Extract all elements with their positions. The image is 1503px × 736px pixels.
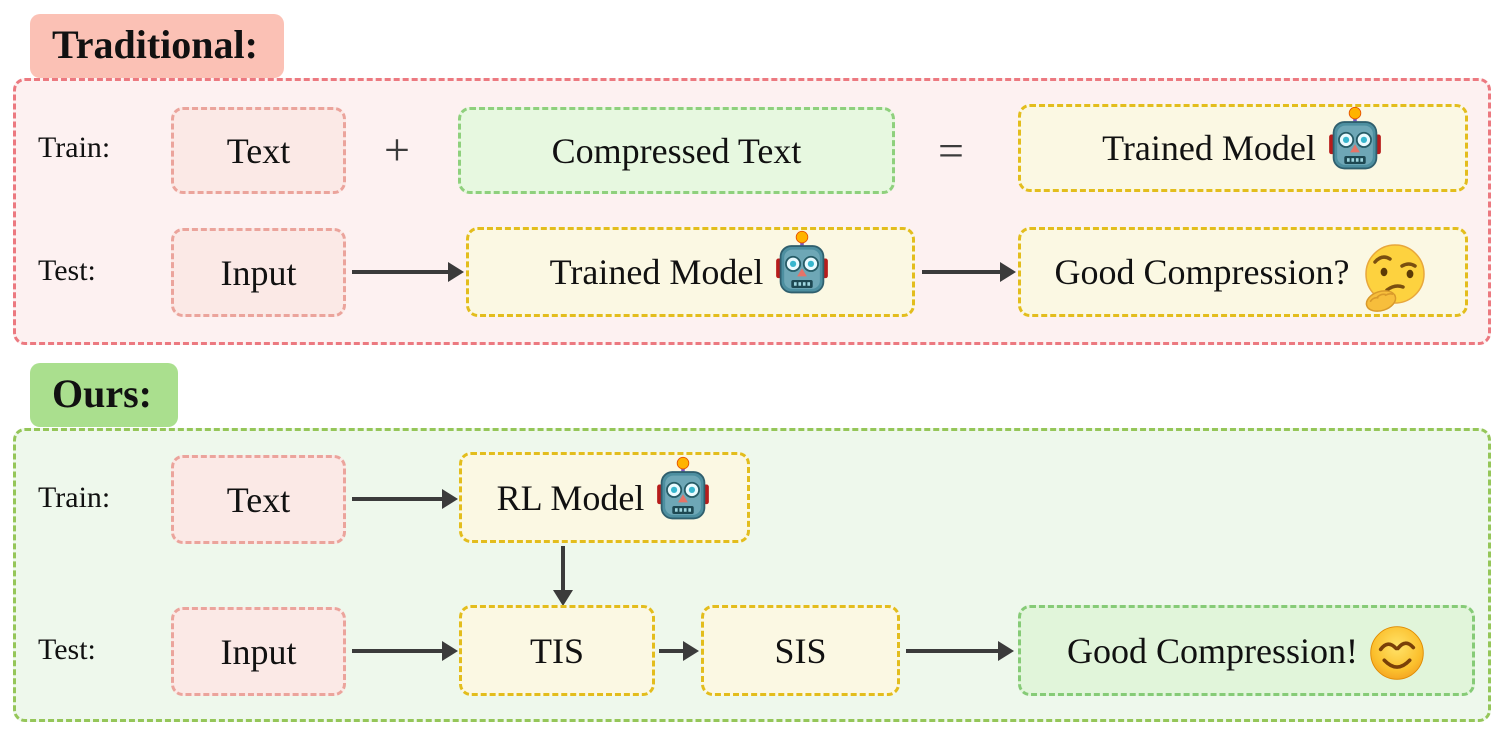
equals-operator: = [938,125,964,176]
ours-test-input-box: Input [171,607,346,696]
ours-train-text-box: Text [171,455,346,544]
good-compression-question-label: Good Compression? [1054,252,1350,292]
text-box-label: Text [226,130,291,171]
trained-model-label: Trained Model [1102,128,1316,168]
input-box-label: Input [220,252,297,293]
traditional-section-label: Traditional: [30,14,284,78]
traditional-test-input-box: Input [171,228,346,317]
arrow-sis-to-result [906,641,1014,661]
traditional-test-trained-model-box: Trained Model [466,227,915,317]
ours-section-label: Ours: [30,363,178,427]
arrow-input-to-tis [352,641,458,661]
arrow-text-to-rl-model [352,489,458,509]
arrow-trained-model-to-result [922,262,1016,282]
text-box-label: Text [226,479,291,520]
plus-operator: + [384,124,410,175]
tis-box: TIS [459,605,655,696]
robot-icon [776,230,829,294]
sis-label: SIS [774,630,827,671]
compressed-text-label: Compressed Text [551,130,802,171]
rl-model-label: RL Model [496,477,645,518]
rl-model-box: RL Model [459,452,750,543]
ours-test-result-box: Good Compression! [1018,605,1475,696]
traditional-test-row-label: Test: [38,254,96,287]
compressed-text-box: Compressed Text [458,107,895,194]
traditional-train-text-box: Text [171,107,346,194]
arrow-tis-to-sis [659,641,699,661]
traditional-train-row-label: Train: [38,131,111,164]
ours-train-row-label: Train: [38,481,111,514]
ours-test-row-label: Test: [38,633,96,666]
arrow-input-to-trained-model [352,262,464,282]
trained-model-label: Trained Model [549,252,764,292]
traditional-train-trained-model-box: Trained Model [1018,104,1468,192]
arrow-rl-model-to-tis [553,546,573,606]
tis-label: TIS [530,630,584,671]
good-compression-exclaim-label: Good Compression! [1067,630,1358,671]
robot-icon [1328,106,1381,170]
robot-icon [657,456,710,519]
sis-box: SIS [701,605,900,696]
smiling-face-icon [1370,625,1424,680]
traditional-test-result-box: Good Compression? [1018,227,1468,317]
thinking-face-icon [1365,244,1426,312]
input-box-label: Input [220,631,297,672]
